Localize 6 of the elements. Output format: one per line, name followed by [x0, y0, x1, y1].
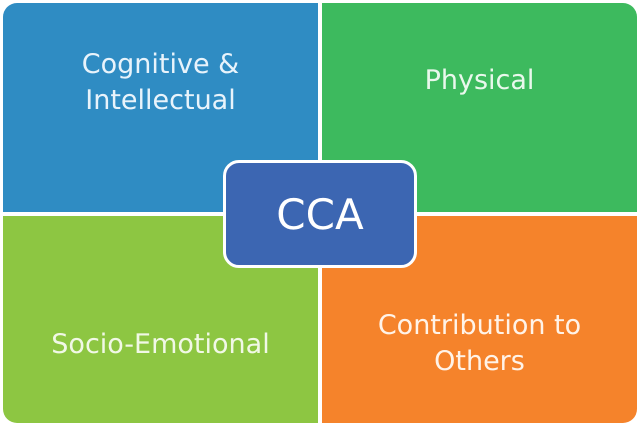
center-box — [223, 160, 417, 268]
quadrant-label: Cognitive & Intellectual — [80, 48, 240, 118]
quadrant-label: Physical — [424, 64, 536, 98]
quadrant-label: Socio-Emotional — [50, 328, 271, 362]
center-label: CCA — [276, 190, 364, 238]
quadrant-label: Contribution to Others — [376, 309, 582, 379]
